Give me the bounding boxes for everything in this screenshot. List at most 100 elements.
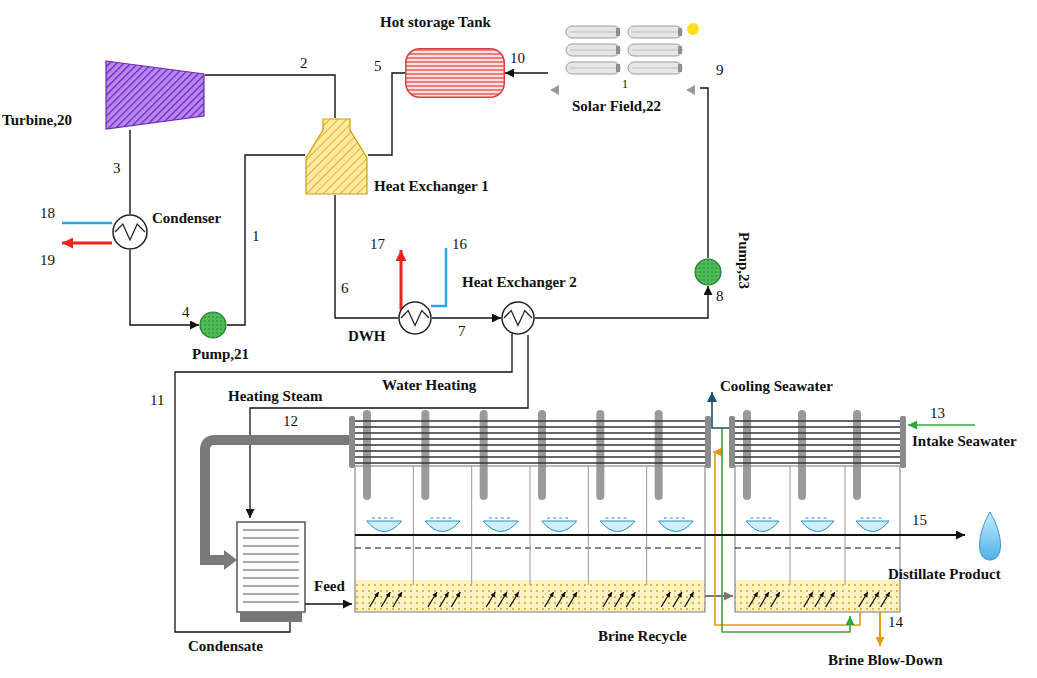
msf-desalination-unit-part bbox=[486, 592, 495, 607]
pump-icon-part bbox=[695, 259, 721, 285]
solar-field-icon-part-part bbox=[616, 64, 620, 72]
msf-desalination-unit-part bbox=[749, 592, 758, 607]
msf-desalination-unit-part bbox=[751, 518, 775, 519]
stream-number: 1 bbox=[622, 78, 628, 91]
msf-desalination-unit-part bbox=[735, 466, 900, 612]
stream-label: Brine Blow-Down bbox=[828, 652, 943, 669]
solar-field-icon-part bbox=[566, 26, 620, 38]
msf-desalination-unit-part bbox=[655, 410, 663, 500]
msf-desalination-unit-part bbox=[425, 521, 460, 532]
stream-number: 15 bbox=[912, 512, 927, 529]
solar-field-icon-part-part bbox=[628, 26, 682, 38]
component-label: DWH bbox=[348, 328, 386, 345]
msf-desalination-unit-part bbox=[498, 592, 507, 607]
heater-tubes-part bbox=[243, 601, 299, 602]
msf-desalination-unit-part bbox=[735, 456, 900, 458]
solar-field-icon-part-part bbox=[566, 44, 620, 56]
solar-field-icon-part-part bbox=[570, 32, 616, 33]
solar-field-icon-part bbox=[628, 44, 682, 56]
heater-tubes-part bbox=[243, 561, 299, 562]
solar-field-icon-part-part bbox=[632, 32, 678, 33]
msf-desalination-unit-part bbox=[746, 521, 779, 532]
msf-desalination-unit-part bbox=[381, 592, 390, 607]
component-label: Heat Exchanger 1 bbox=[374, 178, 489, 195]
heat-exchanger: Heat Exchanger 2 bbox=[501, 301, 535, 335]
stream-number: 11 bbox=[150, 392, 164, 409]
msf-desalination-unit-part bbox=[735, 438, 900, 440]
component-label: Solar Field,22 bbox=[572, 98, 661, 115]
stream-number: 1 bbox=[252, 228, 260, 245]
heat-exchanger-icon bbox=[501, 301, 535, 335]
msf-desalination-unit-part bbox=[431, 518, 455, 519]
msf-desalination-unit-part bbox=[556, 592, 565, 607]
component-label: Hot storage Tank bbox=[380, 14, 491, 31]
water-heater: DWH bbox=[398, 301, 432, 335]
msf-desalination-unit-part bbox=[355, 420, 705, 422]
brine-heater-part bbox=[237, 522, 305, 612]
condenser-cooling-water-part bbox=[62, 242, 112, 245]
solar-field-icon-part-part bbox=[616, 28, 620, 36]
pump: Pump,21 bbox=[199, 311, 227, 339]
stream-number: 17 bbox=[370, 236, 385, 253]
dwh-water-part bbox=[431, 248, 446, 306]
msf-desalination-unit-part bbox=[355, 450, 705, 452]
water-heater-icon bbox=[398, 301, 432, 335]
heater-tubes-part bbox=[243, 585, 299, 586]
solar-field-icon-part-part bbox=[632, 68, 678, 69]
msf-desalination-unit-part bbox=[790, 466, 791, 585]
msf-desalination-unit-part bbox=[735, 462, 900, 464]
msf-desalination-unit-part bbox=[471, 466, 472, 585]
msf-desalination-unit-part bbox=[355, 426, 705, 428]
heater-tubes-part bbox=[243, 593, 299, 594]
pump-icon bbox=[199, 311, 227, 339]
msf-desalination-unit-part bbox=[658, 521, 693, 532]
pipe-connector bbox=[700, 88, 708, 258]
msf-desalination-unit-part bbox=[806, 518, 830, 519]
msf-desalination-unit-part bbox=[428, 592, 437, 607]
heater-tubes-part bbox=[243, 577, 299, 578]
solar-field-icon-part bbox=[628, 26, 682, 38]
solar-field-icon-part-part bbox=[678, 64, 682, 72]
msf-desalination-unit-part bbox=[542, 521, 577, 532]
heater-tubes-part bbox=[243, 553, 299, 554]
msf-desalination-unit-part bbox=[735, 548, 900, 549]
msf-desalination-unit-part bbox=[743, 410, 751, 500]
msf-desalination-unit-part bbox=[900, 416, 906, 468]
stream-label: Feed bbox=[314, 578, 345, 595]
dwh-water-part bbox=[400, 250, 403, 310]
msf-desalination-unit-part bbox=[615, 592, 624, 607]
msf-desalination-unit-part bbox=[729, 416, 735, 468]
stream-label: Condensate bbox=[188, 638, 263, 655]
msf-desalination-unit-part bbox=[603, 592, 612, 607]
seawater-and-brine-lines-part bbox=[908, 424, 975, 426]
component-label: Turbine,20 bbox=[2, 112, 72, 129]
solar-field-icon-part-part bbox=[632, 50, 678, 51]
solar-field-icon-part-part bbox=[566, 62, 620, 74]
component-label: Pump,21 bbox=[192, 346, 249, 363]
brine-heater-part bbox=[305, 603, 352, 604]
msf-desalination-unit-part bbox=[845, 466, 846, 585]
msf-desalination-unit-part bbox=[859, 592, 868, 607]
msf-desalination-unit-part bbox=[735, 432, 900, 434]
solar-field-icon-part bbox=[566, 62, 620, 74]
stream-label: Heating Steam bbox=[228, 388, 323, 405]
stream-number: 2 bbox=[300, 55, 308, 72]
solar-field-icon-part-part bbox=[628, 62, 682, 74]
solar-field-icon-part bbox=[566, 44, 620, 56]
msf-desalination-unit-part bbox=[735, 450, 900, 452]
pipe-connector bbox=[535, 286, 708, 318]
condenser: Condenser bbox=[112, 214, 148, 250]
msf-desalination-unit-part bbox=[870, 592, 879, 607]
pipe-connector bbox=[129, 130, 130, 214]
heat-exchanger: Heat Exchanger 1 bbox=[305, 118, 368, 195]
pump-icon-part bbox=[200, 312, 226, 338]
msf-desalination-unit-part bbox=[771, 592, 780, 607]
stream-number: 4 bbox=[182, 304, 190, 321]
msf-desalination-unit-part bbox=[735, 426, 900, 428]
pump-icon bbox=[694, 258, 722, 286]
msf-desalination-unit-part bbox=[735, 444, 900, 446]
stream-number: 19 bbox=[40, 252, 55, 269]
msf-desalination-unit-part bbox=[705, 416, 711, 468]
storage-tank-icon bbox=[405, 48, 505, 98]
seawater-and-brine-lines bbox=[705, 392, 975, 646]
